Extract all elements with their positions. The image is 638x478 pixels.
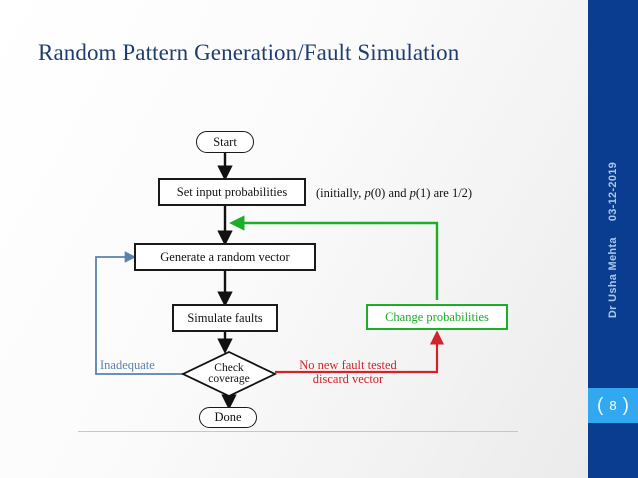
annotation-no-new-fault-line1: No new fault tested (299, 358, 397, 372)
node-set-input-probabilities[interactable]: Set input probabilities (158, 178, 306, 206)
node-change-probabilities[interactable]: Change probabilities (366, 304, 508, 330)
node-check-coverage[interactable]: Check coverage (183, 352, 275, 396)
node-check-coverage-line2: coverage (208, 373, 250, 385)
sidebar-author: Dr Usha Mehta (607, 237, 619, 319)
annotation-no-new-fault-line2: discard vector (312, 372, 384, 386)
node-done[interactable]: Done (199, 407, 257, 428)
annotation-p1-symbol: p (409, 186, 416, 200)
annotation-p0-symbol: p (364, 186, 371, 200)
node-start[interactable]: Start (196, 131, 254, 153)
flowchart-connectors (95, 153, 445, 410)
page-number-bracket-left: ( (597, 395, 604, 416)
edge-change-probabilities-loop (229, 215, 439, 300)
node-simulate-faults[interactable]: Simulate faults (172, 304, 278, 332)
node-check-coverage-label: Check coverage (183, 362, 275, 385)
page-number: 8 (609, 398, 617, 413)
sidebar: Dr Usha Mehta 03-12-2019 ( 8 ) (588, 0, 638, 478)
sidebar-meta: Dr Usha Mehta 03-12-2019 (607, 162, 619, 318)
annotation-initially-suffix: (1) are 1/2) (415, 186, 473, 200)
annotation-initially-mid: (0) and (370, 186, 410, 200)
annotation-initially-prefix: (initially, (316, 186, 365, 200)
annotation-no-new-fault: No new fault tested discard vector (288, 358, 408, 386)
decision-check-coverage-shape (180, 351, 278, 397)
annotation-inadequate: Inadequate (100, 358, 155, 372)
flowchart: Start Set input probabilities Generate a… (95, 131, 508, 428)
node-generate-random-vector[interactable]: Generate a random vector (134, 243, 316, 271)
page-title: Random Pattern Generation/Fault Simulati… (38, 40, 460, 65)
footer-divider (78, 431, 518, 432)
edge-discard-vector (275, 330, 445, 374)
page-number-bracket-right: ) (622, 395, 629, 416)
page-number-badge: ( 8 ) (588, 388, 638, 423)
node-check-coverage-line1: Check (214, 362, 244, 374)
edge-inadequate-loop (95, 251, 183, 375)
annotation-initial-probabilities: (initially, p(0) and p(1) are 1/2) (316, 186, 472, 201)
sidebar-date: 03-12-2019 (607, 161, 619, 222)
